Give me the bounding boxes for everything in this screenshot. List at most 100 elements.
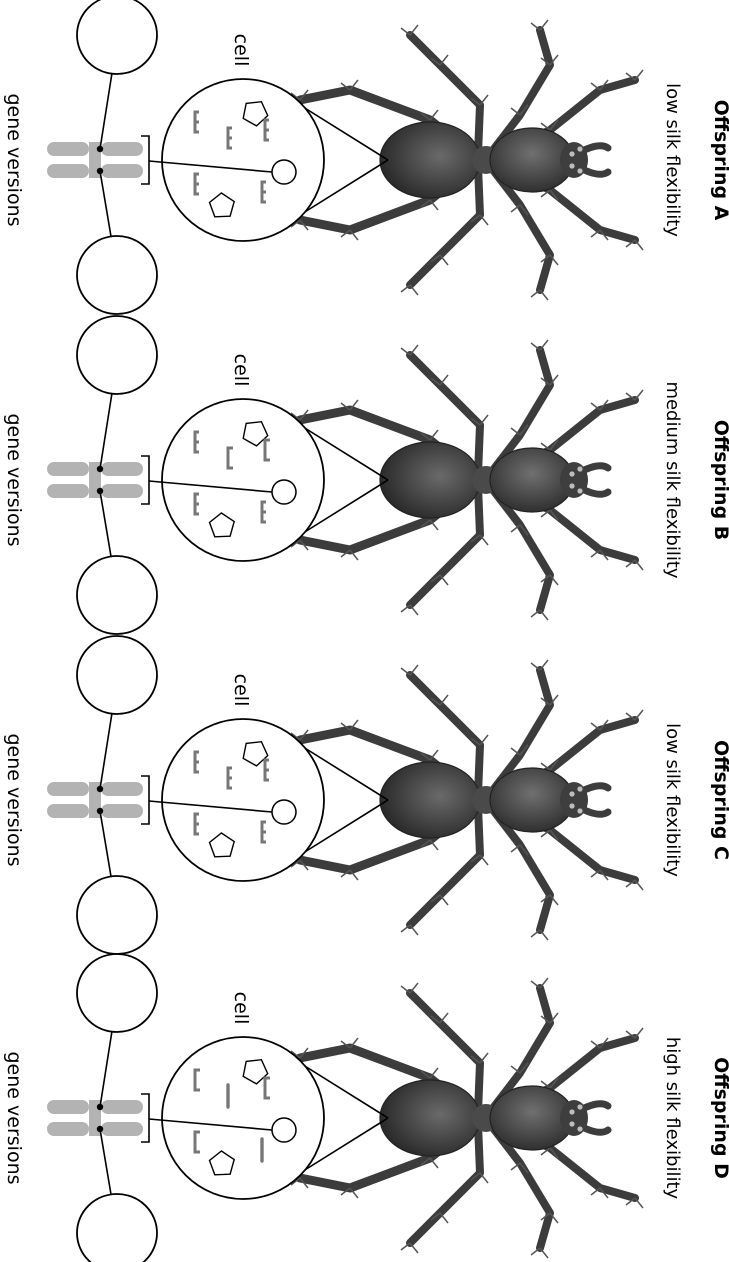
chromatid [101, 804, 143, 818]
trait-label: medium silk flexibility [662, 381, 683, 578]
gene-locus-dot [97, 146, 103, 152]
panel-d: Offspring Dhigh silk flexibilitycellgene… [3, 954, 729, 1262]
cell-label: cell [230, 674, 252, 707]
gene-locus-dot [97, 466, 103, 472]
spider-hair [540, 1248, 548, 1258]
spider-hair [635, 1028, 643, 1038]
chromatid [47, 462, 89, 476]
spider-eye [577, 488, 582, 493]
gene-version-circle-1 [77, 954, 157, 1032]
spider-hair [480, 95, 488, 105]
chromatid [47, 1122, 89, 1136]
gene-versions-label: gene versions [3, 733, 25, 866]
spider-abdomen [380, 1080, 480, 1156]
nucleus [272, 480, 296, 504]
spider-eye [577, 786, 582, 791]
chromatid [47, 804, 89, 818]
spider-hair [480, 415, 488, 425]
spider-eye [577, 146, 582, 151]
chromatid [101, 164, 143, 178]
trait-label: low silk flexibility [662, 723, 683, 877]
spider-eye [569, 791, 574, 796]
gene-locus-dot [97, 168, 103, 174]
spider-hair [480, 855, 488, 865]
spider-hair [540, 660, 548, 670]
gene-version-circle-2 [77, 236, 157, 314]
chromatid [101, 782, 143, 796]
chromosome-bracket [141, 456, 149, 504]
spider-hair [540, 20, 548, 30]
chromatid [101, 1122, 143, 1136]
cell-circle [162, 1037, 324, 1199]
gene-versions-label: gene versions [3, 1051, 25, 1184]
gene-locus-dot [97, 488, 103, 494]
panel-a: Offspring A low silk flexibility cell gene … [3, 0, 729, 314]
gene-locus-dot [97, 1104, 103, 1110]
cell-label: cell [230, 354, 252, 387]
spider-hair [540, 290, 548, 300]
offspring-title: Offspring A [710, 100, 729, 221]
gene-version-circle-1 [77, 316, 157, 394]
spider-hair [540, 978, 548, 988]
gene-versions-label: gene versions [3, 413, 25, 546]
chromatid [47, 142, 89, 156]
spider-hair [540, 340, 548, 350]
nucleus [272, 160, 296, 184]
gene-version-circle-1 [77, 0, 157, 74]
spider-hair [635, 390, 643, 400]
spider-hair [540, 930, 548, 940]
spider-head [560, 142, 588, 178]
gene-locus-dot [97, 808, 103, 814]
chromatid [101, 484, 143, 498]
trait-label: high silk flexibility [662, 1037, 683, 1200]
spider-hair [635, 560, 643, 570]
offspring-title: Offspring B [710, 420, 729, 541]
spider-eye [569, 1109, 574, 1114]
spider-hair [635, 70, 643, 80]
spider-eye [577, 1104, 582, 1109]
spider-eye [577, 808, 582, 813]
spider-head [560, 1100, 588, 1136]
spider-head [560, 782, 588, 818]
cell-circle [162, 79, 324, 241]
spider-eye [569, 483, 574, 488]
spider-hair [635, 240, 643, 250]
cell-circle [162, 399, 324, 561]
nucleus [272, 1118, 296, 1142]
chromatid [101, 1100, 143, 1114]
spider-hair [480, 1173, 488, 1183]
trait-label: low silk flexibility [662, 83, 683, 237]
gene-versions-label: gene versions [3, 93, 25, 226]
chromatid [47, 164, 89, 178]
spider-eye [569, 151, 574, 156]
chromosome-bracket [141, 136, 149, 184]
chromatid [101, 142, 143, 156]
chromosome-bracket [141, 1094, 149, 1142]
spider-eye [569, 163, 574, 168]
spider-eye [577, 168, 582, 173]
gene-locus-dot [97, 786, 103, 792]
cell-label: cell [230, 34, 252, 67]
spider-hair [480, 535, 488, 545]
spider-hair [635, 710, 643, 720]
chromatid [101, 462, 143, 476]
spider-hair [540, 610, 548, 620]
spider-hair [635, 1198, 643, 1208]
spider-abdomen [380, 122, 480, 198]
spider-head [560, 462, 588, 498]
spider-eye [577, 466, 582, 471]
panel-c: Offspring Clow silk flexibilitycellgene … [3, 636, 729, 954]
spider-eye [569, 803, 574, 808]
gene-locus-dot [97, 1126, 103, 1132]
offspring-title: Offspring D [710, 1057, 729, 1179]
spider-eye [577, 1126, 582, 1131]
cell-circle [162, 719, 324, 881]
nucleus [272, 800, 296, 824]
chromatid [47, 484, 89, 498]
spider-hair [480, 735, 488, 745]
gene-version-circle-2 [77, 876, 157, 954]
spider-eye [569, 471, 574, 476]
spider-abdomen [380, 442, 480, 518]
spider-hair [635, 880, 643, 890]
